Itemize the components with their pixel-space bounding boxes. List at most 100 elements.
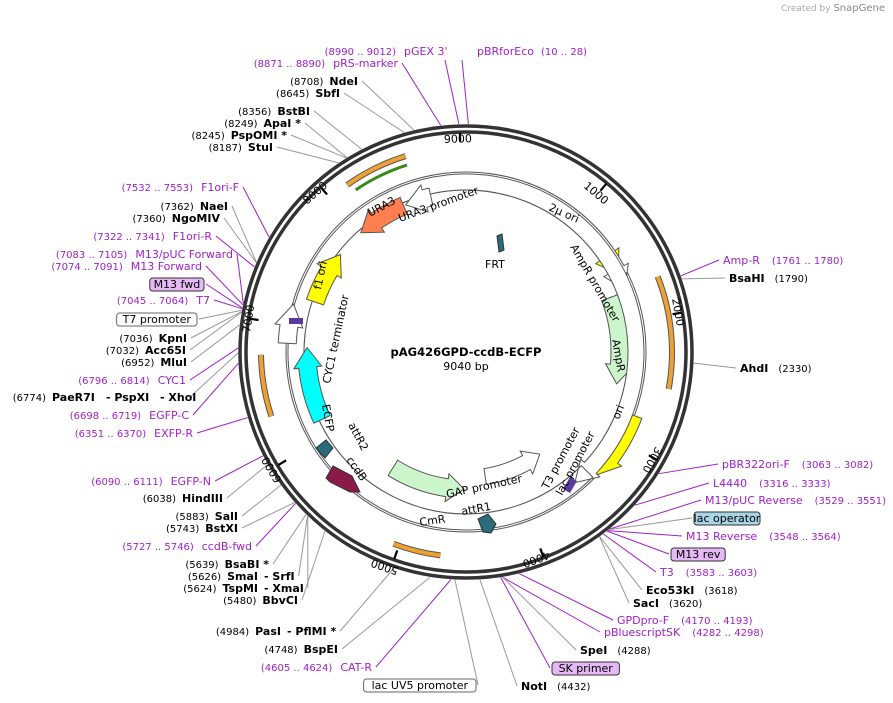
tick-mark-5000 — [393, 550, 399, 560]
feature-gap-promoter[interactable] — [483, 450, 541, 486]
leader-line — [502, 576, 577, 651]
label-m13-reverse: M13 Reverse — [686, 530, 757, 543]
feature-ura3-promoter[interactable] — [404, 183, 434, 213]
leader-line — [304, 122, 348, 158]
label-bstbi: BstBI — [277, 105, 310, 118]
label-cyc1-pos: (6796 .. 6814) — [78, 376, 150, 387]
label-bsahi-pos: (1790) — [775, 274, 808, 285]
label-bbvci-pos: (5480) — [223, 596, 256, 607]
label-naei-pos: (7362) — [161, 202, 194, 213]
tick-mark-2000 — [672, 311, 682, 316]
feature-attr1[interactable] — [477, 513, 497, 534]
leader-line — [223, 217, 257, 263]
label-paer7i-b: - PspXI — [106, 391, 149, 404]
feature-cmr[interactable] — [387, 459, 465, 503]
feature-ura3[interactable] — [360, 196, 408, 234]
leader-line — [189, 311, 242, 351]
label-m13-puc-reverse: M13/pUC Reverse — [705, 494, 803, 507]
leader-line — [198, 309, 242, 320]
leader-line — [231, 205, 257, 263]
leader-line — [608, 517, 693, 531]
label-stui-pos: (8187) — [209, 143, 242, 154]
label-bsabi: BsaBI * — [225, 558, 270, 571]
label-t7-promoter-box[interactable] — [116, 312, 198, 327]
leader-line — [607, 530, 683, 537]
leader-line — [339, 567, 395, 632]
label-ngomiv: NgoMIV — [172, 212, 221, 225]
label-kpni-pos: (7036) — [119, 334, 152, 345]
label-m13-rev-box[interactable] — [670, 547, 726, 562]
label-cat-r: CAT-R — [340, 661, 372, 674]
label-m13-reverse-pos: (3548 .. 3564) — [769, 532, 841, 543]
label-egfp-c: EGFP-C — [149, 409, 189, 422]
label-pbluescriptsk: pBluescriptSK — [604, 626, 681, 639]
feature-lac-operator-mark — [563, 476, 577, 494]
tick-mark-7000 — [249, 317, 259, 322]
tick-mark-3000 — [648, 454, 658, 461]
label-sk-primer: SK primer — [559, 662, 614, 675]
label-kpni: KpnI — [159, 332, 187, 345]
label-cat-r-pos: (4605 .. 4624) — [261, 663, 333, 674]
label-lac-uv5-promoter-box[interactable] — [363, 678, 477, 693]
label-pbr322ori-f: pBR322ori-F — [722, 458, 790, 471]
label-bspei: BspEI — [304, 643, 338, 656]
tick-label: 7000 — [240, 304, 257, 334]
label-smai-b: - SrfI — [264, 570, 295, 583]
label-naei: NaeI — [200, 200, 228, 213]
feature-cyc1-terminator[interactable] — [274, 303, 304, 345]
label-noti: NotI — [521, 680, 547, 693]
feature-label-frt: FRT — [485, 258, 505, 271]
amp-primer-arc — [655, 275, 674, 390]
leader-line — [196, 417, 248, 434]
feature-ccdb[interactable] — [325, 465, 361, 493]
label-ndei-pos: (8708) — [290, 77, 323, 88]
feature-frt[interactable] — [496, 233, 505, 253]
label-bbvci: BbvCI — [262, 594, 298, 607]
label-paer7i-c: - XhoI — [160, 391, 196, 404]
label-stui: StuI — [248, 141, 273, 154]
feature-label-gap-promoter: GAP promoter — [445, 472, 524, 501]
leader-line — [189, 347, 239, 381]
leader-line — [519, 573, 614, 621]
label-sbfi: SbfI — [315, 87, 340, 100]
label-tspmi-pos: (5624) — [183, 584, 216, 595]
leader-line — [205, 283, 243, 309]
label-egfp-n: EGFP-N — [171, 475, 211, 488]
label-bstbi-pos: (8356) — [238, 107, 271, 118]
label-pbr322ori-f-pos: (3063 .. 3082) — [802, 460, 874, 471]
label-m13-rev: M13 rev — [676, 548, 721, 561]
label-pasi: PasI — [255, 625, 281, 638]
label-acc65i: Acc65I — [145, 344, 186, 357]
label-sk-primer-box[interactable] — [551, 661, 620, 676]
label-bsahi: BsaHI — [729, 272, 765, 285]
leader-line — [444, 59, 460, 125]
label-cyc1: CYC1 — [158, 374, 186, 387]
feature-ecfp[interactable] — [292, 346, 331, 424]
label-m13-fwd-box[interactable] — [149, 277, 205, 292]
label-exfp-r: EXFP-R — [154, 427, 193, 440]
leader-line — [301, 530, 326, 601]
label-sali-pos: (5883) — [176, 512, 209, 523]
leader-line — [658, 463, 719, 475]
label-pgex-3-pos: (8990 .. 9012) — [325, 47, 397, 58]
leader-line — [681, 277, 726, 280]
label-lac-operator-box[interactable] — [693, 511, 761, 526]
label-t3-pos: (3583 .. 3603) — [686, 568, 758, 579]
leader-line — [343, 92, 405, 133]
feature-f1-ori[interactable] — [305, 253, 342, 306]
label-paer7i: PaeR7I — [52, 391, 95, 404]
leader-line — [192, 363, 239, 416]
leader-line — [609, 499, 702, 530]
label-acc65i-pos: (7032) — [106, 346, 139, 357]
tick-label: 4000 — [521, 548, 552, 570]
feature-attr2[interactable] — [315, 439, 334, 459]
cat-primer-arc — [392, 541, 441, 558]
label-tspmi-b: - XmaI — [264, 582, 304, 595]
plasmid-name: pAG426GPD-ccdB-ECFP — [391, 345, 542, 359]
feature-label-cyc1-terminator: CYC1 terminator — [320, 293, 352, 384]
leader-line — [599, 536, 643, 591]
label-pspomi: PspOMI * — [231, 129, 288, 142]
label-ngomiv-pos: (7360) — [133, 214, 166, 225]
leader-line — [213, 299, 243, 310]
